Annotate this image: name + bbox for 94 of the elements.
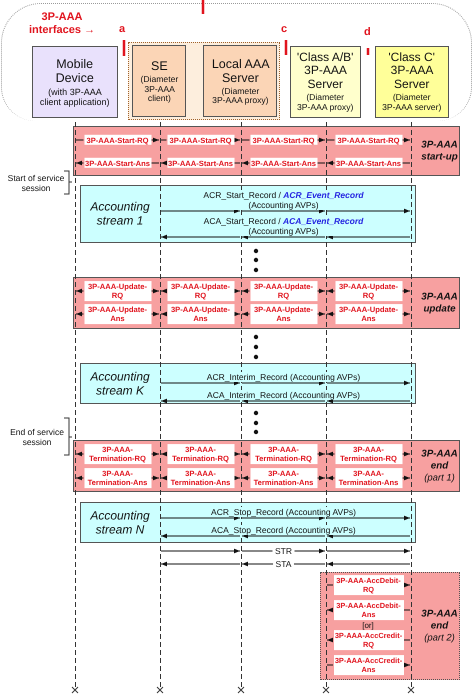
message-arrow — [326, 562, 410, 566]
lifeline — [159, 122, 161, 687]
participant-name: SE — [150, 58, 169, 73]
message-label: ACR_Stop_Record (Accounting AVPs) — [210, 507, 357, 517]
group-frame — [128, 42, 280, 120]
interfaces-region — [1, 3, 472, 121]
participant-name: 'Class C' 3P-AAA Server — [387, 50, 436, 92]
participant-role: (Diameter 3P-AAA client) — [140, 74, 180, 104]
message-arrow — [326, 380, 410, 386]
message-arrow — [76, 452, 160, 456]
session-note: End of service session — [9, 427, 65, 447]
participant-role: (with 3P-AAA client application) — [38, 86, 110, 107]
stream-title: Accounting stream 1 — [86, 200, 154, 228]
message-arrow — [160, 312, 240, 316]
message-arrow — [160, 160, 240, 166]
message-arrow — [242, 534, 326, 538]
message-arrow — [160, 452, 240, 456]
message-arrow — [242, 288, 326, 294]
message-arrow — [160, 534, 240, 538]
participant-role: (Diameter 3P-AAA proxy) — [211, 86, 270, 106]
phase-note: (part 1) — [423, 472, 456, 484]
message-arrow — [326, 534, 410, 538]
message-arrow — [326, 608, 410, 612]
session-note: Start of service session — [6, 173, 66, 193]
participant-box — [290, 46, 361, 118]
message-arrow — [326, 398, 410, 404]
message-arrow — [326, 288, 410, 294]
message-label: ACA_Interim_Record (Accounting AVPs) — [206, 390, 361, 400]
message-arrow — [326, 234, 410, 240]
message-arrow — [76, 288, 160, 294]
message-arrow — [242, 516, 326, 520]
message-arrow — [242, 380, 326, 386]
interface-label: d — [364, 26, 371, 39]
interface-label: c — [281, 23, 288, 36]
message-arrow — [160, 548, 240, 554]
message-arrow — [242, 398, 326, 404]
participant-name: Mobile Device — [54, 56, 95, 85]
message-arrow — [160, 138, 240, 142]
phase-title: 3P-AAA start-up — [420, 139, 458, 163]
message-arrow — [326, 516, 410, 520]
message-arrow — [242, 476, 326, 480]
message-label: ACR_Interim_Record (Accounting AVPs) — [206, 372, 362, 382]
message-arrow — [76, 160, 160, 166]
interface-label: a — [119, 23, 126, 36]
stream-title: Accounting stream K — [86, 369, 154, 398]
message-arrow — [160, 476, 240, 480]
phase-title: 3P-AAA update — [420, 291, 458, 315]
message-arrow — [242, 208, 326, 214]
alternative-note: [or] — [361, 621, 375, 631]
message-arrow — [326, 138, 410, 142]
message-arrow — [326, 312, 410, 316]
phase-title: 3P-AAA end — [420, 448, 458, 472]
message-arrow — [242, 452, 326, 456]
message-arrow — [242, 312, 326, 316]
lifeline — [74, 122, 76, 687]
participant-box — [203, 45, 278, 118]
message-arrow — [242, 548, 326, 554]
message-arrow — [326, 208, 410, 214]
participant-box — [374, 46, 449, 118]
message-label: STA — [274, 559, 294, 569]
message-arrow — [76, 138, 160, 142]
participant-name: Local AAA Server — [210, 56, 270, 85]
interfaces-heading: 3P-AAA interfaces → — [28, 11, 96, 37]
message-arrow — [160, 208, 240, 214]
participant-box — [32, 46, 118, 118]
message-label: STR — [273, 546, 294, 556]
stream-title: Accounting stream N — [86, 508, 154, 537]
participant-role: (Diameter 3P-AAA server) — [381, 93, 442, 112]
message-arrow — [326, 638, 410, 642]
message-arrow — [160, 516, 240, 520]
message-arrow — [242, 562, 326, 566]
message-arrow — [160, 398, 240, 404]
message-arrow — [242, 234, 326, 240]
message-arrow — [160, 380, 240, 386]
message-arrow — [160, 234, 240, 240]
participant-role: (Diameter 3P-AAA proxy) — [296, 93, 354, 112]
message-label: ACA_Stop_Record (Accounting AVPs) — [210, 525, 357, 535]
lifeline — [410, 122, 412, 687]
message-arrow — [76, 312, 160, 316]
phase-note: (part 2) — [423, 632, 456, 644]
message-arrow — [326, 160, 410, 166]
participant-name: 'Class A/B' 3P-AAA Server — [296, 50, 354, 92]
message-arrow — [76, 476, 160, 480]
message-arrow — [326, 452, 410, 456]
message-arrow — [160, 562, 240, 566]
message-arrow — [160, 288, 240, 294]
participant-box — [132, 45, 186, 118]
message-arrow — [242, 160, 326, 166]
phase-title: 3P-AAA end — [420, 608, 458, 632]
message-arrow — [242, 138, 326, 142]
message-arrow — [326, 476, 410, 480]
message-arrow — [326, 662, 410, 668]
message-arrow — [326, 582, 410, 588]
message-arrow — [326, 548, 410, 554]
